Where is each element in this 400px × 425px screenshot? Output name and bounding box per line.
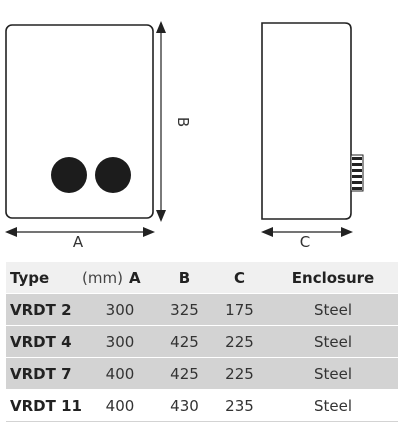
cell-type: VRDT 4 [6, 325, 82, 358]
header-type: Type [10, 268, 50, 287]
header-c: C [233, 268, 245, 287]
header-enclosure: Enclosure [291, 268, 375, 287]
header-a-label: A [128, 268, 141, 287]
cell-type: VRDT 7 [6, 357, 82, 390]
arrow-left-icon [261, 227, 273, 237]
table-header-row: Type (mm) A B C Enclosure [6, 262, 398, 294]
dimension-b: B [156, 21, 192, 222]
table-row: VRDT 4 300 425 225 Steel [6, 325, 398, 358]
cell-b: 325 [158, 293, 211, 326]
cell-enclosure: Steel [268, 293, 398, 326]
table-row: VRDT 11 400 430 235 Steel [6, 389, 398, 422]
cell-a: 400 [105, 396, 135, 415]
table-row: VRDT 7 400 425 225 Steel [6, 357, 398, 390]
cell-c: 175 [211, 293, 268, 326]
enclosure-dimension-drawing: B A C [5, 21, 364, 251]
gland-thread-icon [350, 154, 364, 192]
cell-c: 235 [225, 396, 254, 415]
cell-b: 425 [158, 357, 211, 390]
cable-gland-right-icon [95, 157, 131, 193]
header-b: B [178, 268, 191, 287]
arrow-right-icon [143, 227, 155, 237]
dimensions-table: Type (mm) A B C Enclosure VRDT 2 300 325 … [6, 262, 398, 422]
cell-a: 300 [82, 293, 158, 326]
side-view [261, 22, 364, 220]
arrow-down-icon [156, 210, 166, 222]
header-unit: (mm) [82, 268, 123, 287]
dimension-b-label: B [174, 117, 192, 127]
cell-type: VRDT 2 [6, 293, 82, 326]
dimension-a: A [5, 227, 155, 251]
dimension-c-label: C [300, 233, 310, 251]
cell-enclosure: Steel [313, 396, 353, 415]
front-view [5, 24, 154, 219]
header-a: (mm) A [82, 262, 158, 294]
cell-a: 400 [82, 357, 158, 390]
dimension-a-label: A [73, 233, 84, 251]
cell-c: 225 [211, 357, 268, 390]
cell-c: 225 [211, 325, 268, 358]
cable-gland-left-icon [51, 157, 87, 193]
cell-enclosure: Steel [268, 325, 398, 358]
cell-enclosure: Steel [268, 357, 398, 390]
cell-a: 300 [82, 325, 158, 358]
cell-b: 430 [170, 396, 199, 415]
cell-b: 425 [158, 325, 211, 358]
arrow-right-icon [341, 227, 353, 237]
side-enclosure-outline [261, 22, 352, 220]
arrow-up-icon [156, 21, 166, 33]
cell-type: VRDT 11 [10, 396, 82, 415]
table-row: VRDT 2 300 325 175 Steel [6, 293, 398, 326]
dimension-c: C [261, 227, 353, 251]
arrow-left-icon [5, 227, 17, 237]
